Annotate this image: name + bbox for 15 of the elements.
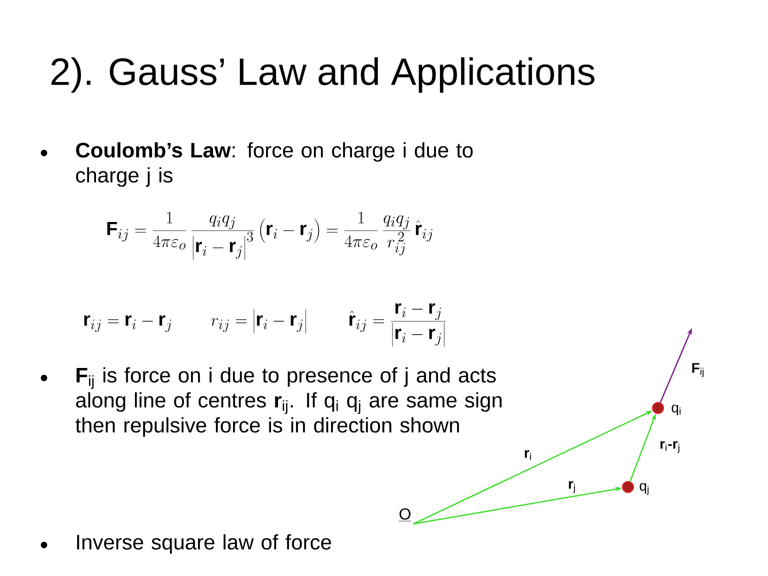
charge-dot — [652, 402, 664, 414]
origin-label: O — [398, 508, 412, 522]
bullet-text: F$_{ij}$ is force on i due to presence of j and acts along line of centres r$_{ij}$. If q$_{i}$ q$_{j}$ are same sign then repulsive force is in direction shown — [76, 367, 502, 437]
bullet-text: Inverse square law of force — [77, 534, 332, 554]
edge-label: r$_{i}$-r$_{j}$ — [658, 440, 682, 454]
edge-label: F$_{ij}$ — [690, 362, 706, 378]
charge-dot — [622, 481, 634, 493]
slide-title: 2). Gauss’ Law and Applications — [51, 57, 594, 93]
formula: $\mathbf{r}_{ij}=\mathbf{r}_i-\mathbf{r}_j\qquad r_{ij}=\left|\mathbf{r}_i-\mathbf{r}_j\right|\qquad \hat{\mathbf{r}}_{ij}=\frac{\mathbf{r}_i-\mathbf{r}_j}{\left|\mathbf{r}_i-\mathbf{r}_j\right|}$ — [84, 303, 446, 347]
edge-label: r$_{i}$ — [522, 449, 534, 461]
formula: $\mathbf{F}_{ij}=\frac{1}{4\pi\varepsilon_o}\,\frac{q_iq_j}{\left|\mathbf{r}_i-\mathbf{r}_j\right|^3}\left(\mathbf{r}_i-\mathbf{r}_j\right)=\frac{1}{4\pi\varepsilon_o}\,\frac{q_iq_j}{r_{ij}^{\,2}}\,\hat{\mathbf{r}}_{ij}$ — [107, 212, 432, 260]
charge-label: q$_{i}$ — [672, 404, 681, 416]
bullet-text: Coulomb’s Law: force on charge i due to charge j is — [76, 142, 473, 187]
edge-label: r$_{j}$ — [566, 480, 578, 494]
charge-label: q$_{j}$ — [640, 483, 649, 495]
